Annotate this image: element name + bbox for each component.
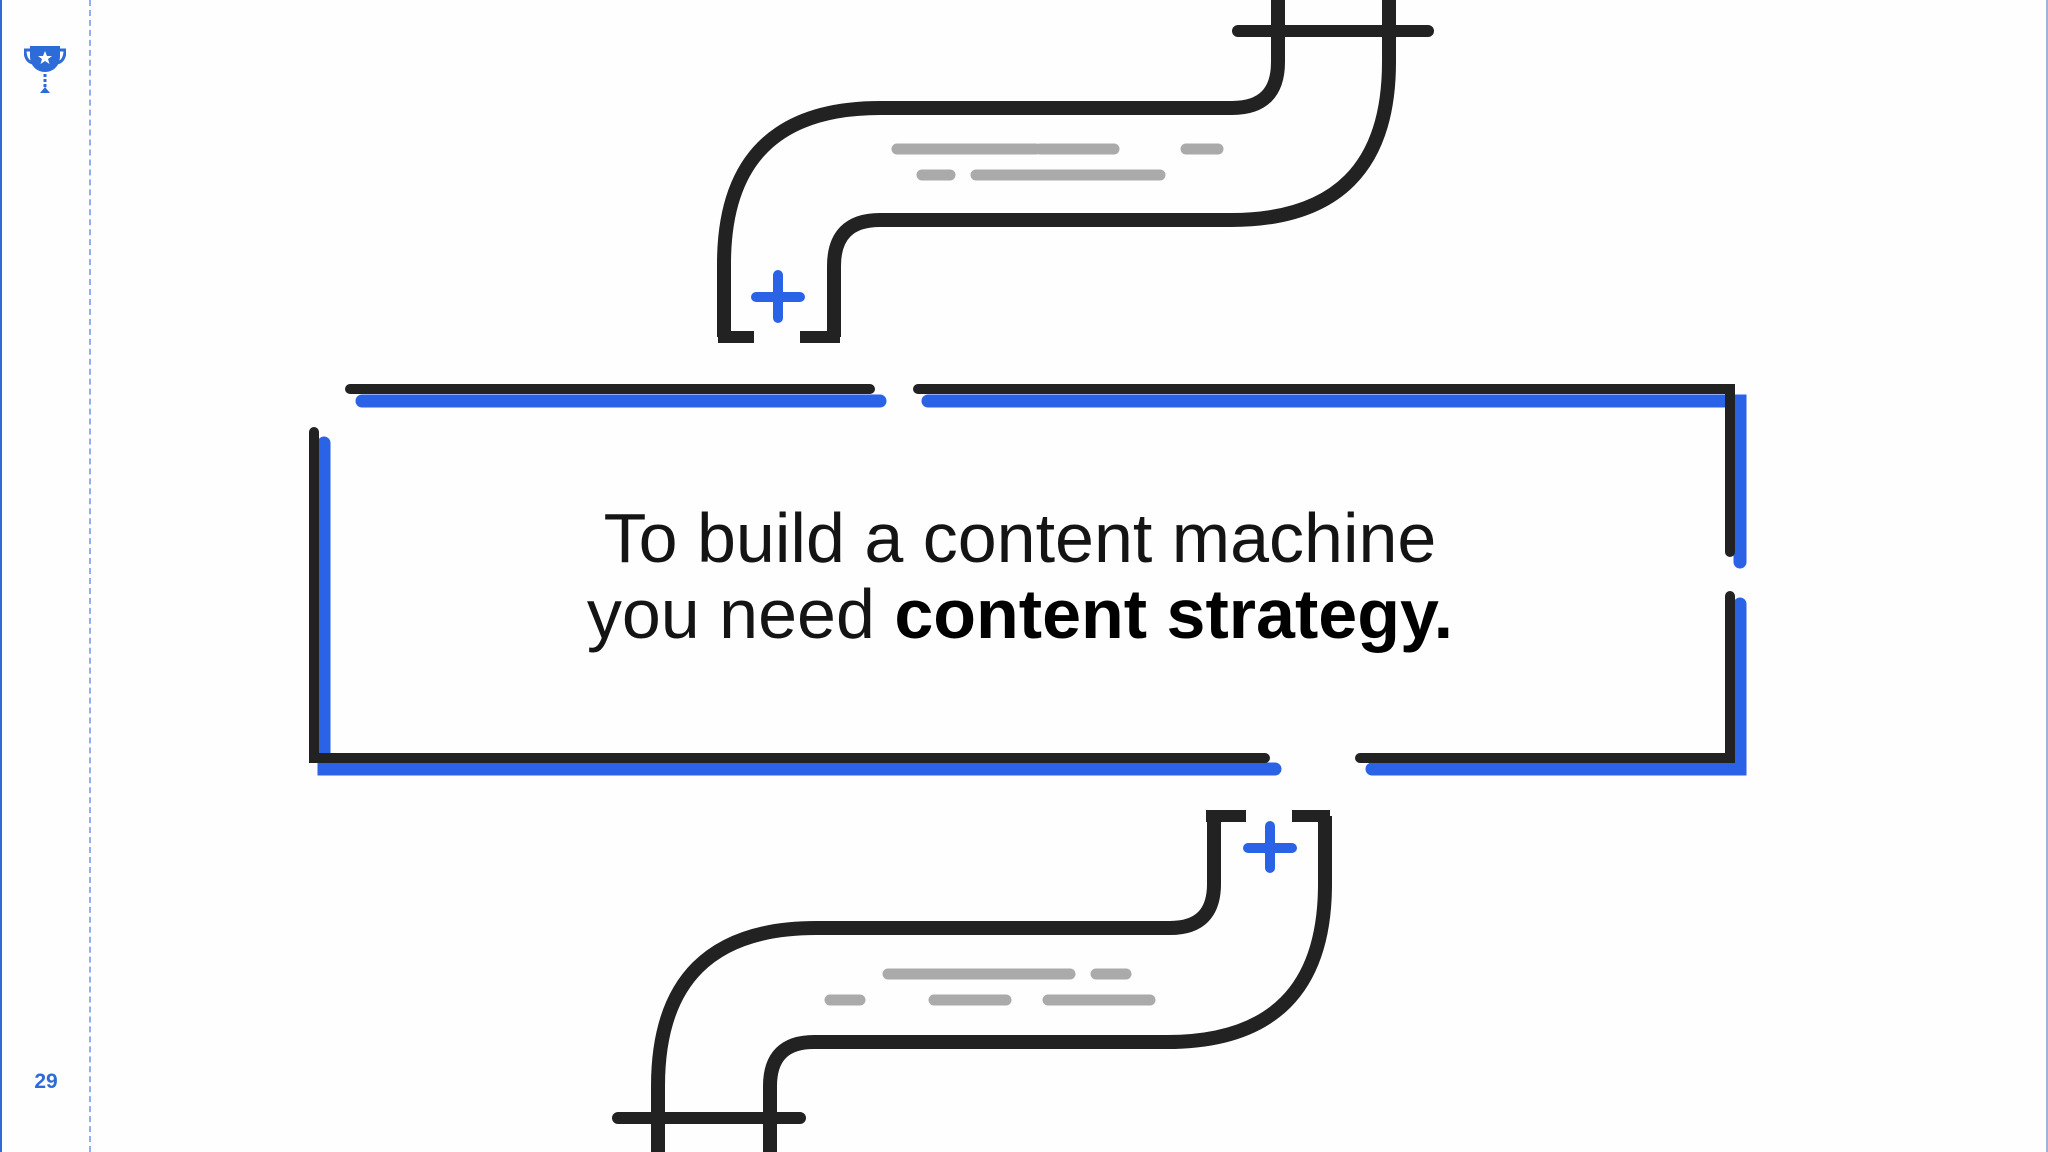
content-frame	[309, 384, 1747, 776]
headline-line-2: you need content strategy.	[420, 576, 1620, 652]
headline-line-1: To build a content machine	[603, 499, 1437, 577]
page-number: 29	[34, 1070, 58, 1093]
plus-icon	[751, 270, 805, 323]
slide-headline: To build a content machine you need cont…	[420, 500, 1620, 652]
bottom-pipe	[612, 810, 1332, 1152]
headline-emphasis: content strategy.	[894, 575, 1454, 653]
trophy-icon	[24, 46, 66, 93]
plus-icon	[1243, 821, 1297, 873]
slide-margin-guide	[89, 0, 91, 1152]
top-pipe	[717, 0, 1434, 343]
headline-line-2-prefix: you need	[586, 575, 895, 653]
